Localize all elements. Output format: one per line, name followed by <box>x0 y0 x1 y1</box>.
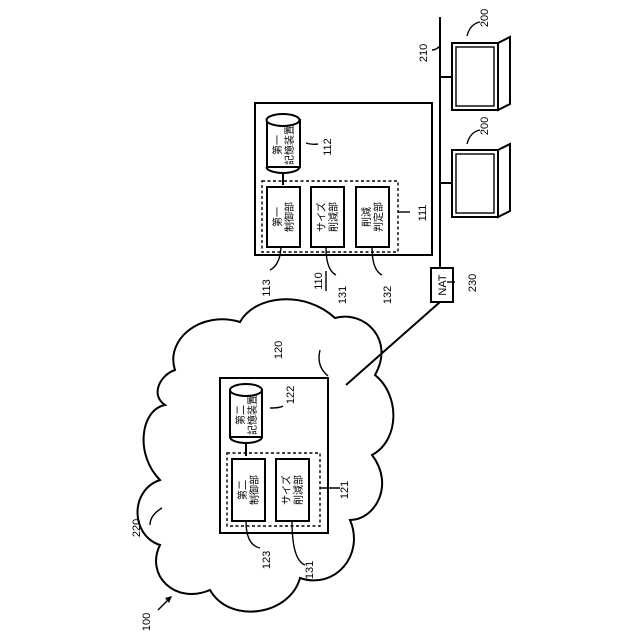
ref-first-server: 110 <box>313 272 325 290</box>
svg-text:第二: 第二 <box>234 405 247 425</box>
ref-terminal-upper: 200 <box>479 9 491 27</box>
svg-text:サイズ: サイズ <box>280 475 293 505</box>
ref-system: 100 <box>141 613 153 631</box>
ref-terminal-lower: 200 <box>479 117 491 135</box>
ref-second-reduction: 131 <box>304 561 316 579</box>
terminal-upper <box>452 37 510 110</box>
svg-text:記憶装置: 記憶装置 <box>246 395 259 435</box>
svg-text:判定部: 判定部 <box>372 202 385 232</box>
ref-first-control: 113 <box>261 279 273 297</box>
nat-text: NAT <box>437 274 449 295</box>
terminal-lower <box>452 144 510 217</box>
svg-text:第一: 第一 <box>271 207 284 227</box>
svg-text:制御部: 制御部 <box>248 475 261 505</box>
ref-lan: 210 <box>418 44 430 62</box>
ref-second-storage: 122 <box>285 386 297 404</box>
ref-second-control: 123 <box>261 551 273 569</box>
svg-text:第一: 第一 <box>271 135 284 155</box>
svg-text:削減: 削減 <box>360 207 373 227</box>
ref-first-reduction: 131 <box>337 286 349 304</box>
svg-text:削減部: 削減部 <box>327 202 340 232</box>
ref-second-server: 120 <box>273 341 285 359</box>
ref-first-group: 111 <box>417 205 429 222</box>
ref-nat: 230 <box>467 274 479 292</box>
ref-judge: 132 <box>382 286 394 304</box>
svg-text:サイズ: サイズ <box>315 202 328 232</box>
nat-to-second-server <box>346 302 440 385</box>
ref-cloud: 220 <box>131 519 143 537</box>
svg-text:記憶装置: 記憶装置 <box>283 125 296 165</box>
svg-text:制御部: 制御部 <box>283 202 296 232</box>
svg-text:第二: 第二 <box>236 480 249 500</box>
ref-first-storage: 112 <box>322 138 334 156</box>
svg-text:削減部: 削減部 <box>292 475 305 505</box>
first-reduction-label: サイズ 削減部 <box>315 202 340 232</box>
ref-second-group: 121 <box>339 481 351 499</box>
second-reduction-label: サイズ 削減部 <box>280 475 305 505</box>
